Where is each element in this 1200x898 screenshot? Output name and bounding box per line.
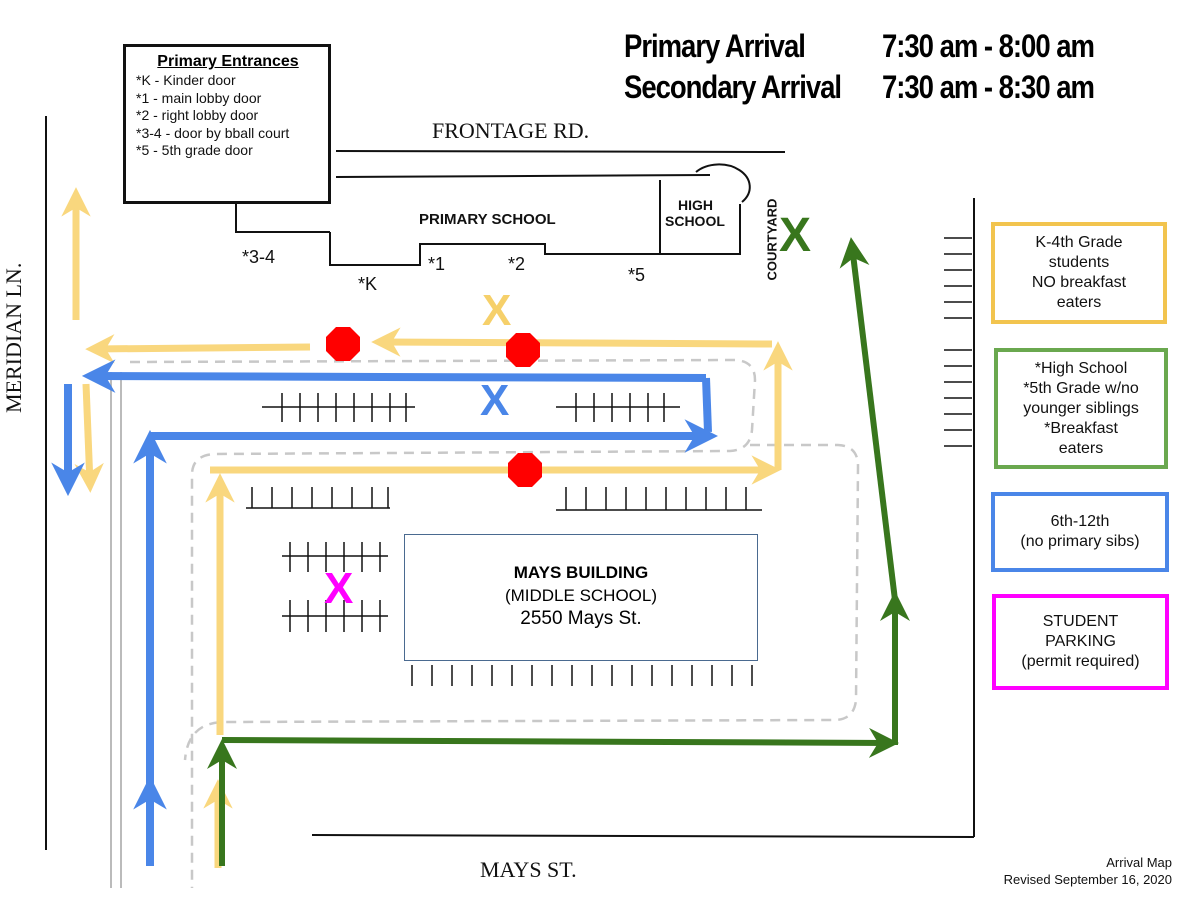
mays-building-title: MAYS BUILDING	[513, 563, 649, 582]
green-arrow-east	[221, 727, 899, 758]
courtyard-label: COURTYARD	[764, 198, 780, 281]
entrance-item: *3-4 - door by bball court	[136, 124, 290, 141]
door-label-k: *K	[358, 274, 378, 294]
secondary-arrival-time: 7:30 am - 8:30 am	[882, 69, 1095, 105]
legend-hs-line: eaters	[1058, 439, 1104, 457]
yellow-arrow-down-left	[74, 383, 104, 493]
green-arrow-north-2	[839, 237, 898, 601]
drop-off-marker-green: X	[779, 209, 812, 262]
stop-sign-3	[508, 453, 542, 487]
entrances-title: Primary Entrances	[157, 53, 299, 70]
legend-k4-box: K-4th Grade students NO breakfast eaters	[991, 222, 1167, 324]
legend-k4-line: K-4th Grade	[1035, 234, 1123, 251]
primary-arrival-time: 7:30 am - 8:00 am	[882, 28, 1095, 64]
door-label-2: *2	[508, 254, 526, 274]
door-label-5: *5	[628, 265, 646, 285]
entrance-item: *5 - 5th grade door	[136, 142, 253, 158]
entrances-legend-box: Primary Entrances *K - Kinder door *1 - …	[123, 44, 331, 204]
parking-stalls	[246, 237, 972, 686]
high-school-label-line1: HIGH	[678, 197, 713, 213]
drop-off-marker-yellow: X	[482, 286, 512, 335]
legend-high-school-box: *High School *5th Grade w/no younger sib…	[994, 348, 1168, 469]
blue-arrow-west	[81, 359, 707, 393]
yellow-route	[61, 187, 793, 868]
primary-school-label: PRIMARY SCHOOL	[419, 211, 556, 228]
drop-off-marker-blue: X	[480, 376, 510, 425]
legend-k4-line: students	[1048, 254, 1110, 271]
legend-parking-line: (permit required)	[1021, 653, 1140, 670]
yellow-arrow-top-west	[371, 327, 773, 357]
primary-school-outline	[235, 163, 751, 266]
secondary-arrival-label: Secondary Arrival	[624, 69, 842, 105]
stop-sign-2	[506, 333, 540, 367]
legend-hs-line: *Breakfast	[1044, 419, 1118, 437]
dashed-loop	[129, 358, 860, 888]
blue-segment-down	[702, 377, 712, 433]
primary-arrival-label: Primary Arrival	[624, 28, 806, 64]
mays-building-subtitle: (MIDDLE SCHOOL)	[504, 586, 658, 605]
blue-route	[51, 359, 719, 866]
legend-parking-box: STUDENT PARKING (permit required)	[992, 594, 1169, 690]
entrance-item: *2 - right lobby door	[136, 107, 259, 123]
legend-hs-line: younger siblings	[1023, 399, 1139, 417]
mays-road-line	[311, 834, 975, 838]
legend-6-12-line: 6th-12th	[1050, 513, 1110, 530]
yellow-arrow-west	[85, 334, 311, 364]
door-label-1: *1	[428, 254, 446, 274]
mays-street-label: MAYS ST.	[480, 857, 577, 882]
mays-building-address: 2550 Mays St.	[520, 608, 642, 629]
stop-sign-1	[326, 327, 360, 361]
door-label-3-4: *3-4	[242, 247, 276, 267]
stop-signs	[326, 327, 542, 487]
footer-title: Arrival Map	[1106, 855, 1172, 870]
road-lines	[45, 116, 975, 888]
legend-hs-line: *5th Grade w/no	[1023, 379, 1139, 397]
legend-k4-line: NO breakfast	[1031, 274, 1127, 291]
student-parking-marker: X	[324, 564, 354, 613]
legend-6-12-box: 6th-12th (no primary sibs)	[991, 492, 1169, 572]
meridian-lane-label: MERIDIAN LN.	[1, 262, 26, 413]
footer-revised: Revised September 16, 2020	[1003, 872, 1172, 887]
mays-building: MAYS BUILDING (MIDDLE SCHOOL) 2550 Mays …	[404, 534, 758, 661]
high-school-label-line2: SCHOOL	[665, 213, 725, 229]
green-route	[207, 237, 910, 866]
legend-hs-line: *High School	[1034, 359, 1128, 377]
frontage-road-label: FRONTAGE RD.	[432, 118, 590, 143]
entrance-item: *K - Kinder door	[136, 72, 236, 88]
entrance-item: *1 - main lobby door	[136, 89, 262, 106]
legend-parking-line: PARKING	[1045, 633, 1116, 650]
frontage-road-line	[335, 150, 786, 153]
legend-k4-line: eaters	[1056, 294, 1102, 311]
legend-parking-line: STUDENT	[1042, 613, 1119, 630]
legend-6-12-line: (no primary sibs)	[1020, 533, 1140, 550]
